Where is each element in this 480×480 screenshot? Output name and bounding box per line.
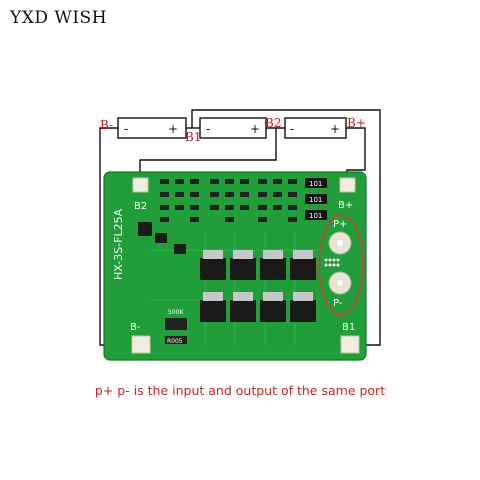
wire-b1 <box>191 109 381 346</box>
ic-chip <box>155 233 167 243</box>
label-b1: B1 <box>185 130 201 144</box>
cell-1-positive: + <box>168 122 178 136</box>
resistor-101-group: 101 101 101 <box>305 178 327 220</box>
cell-3-positive: + <box>330 122 340 136</box>
resistor-1-code: 101 <box>309 180 322 188</box>
mosfet-tabs <box>203 250 313 301</box>
cell-1-negative: - <box>124 122 128 136</box>
resistor-2-code: 101 <box>309 196 322 204</box>
pad-b-minus-label: B- <box>130 322 141 333</box>
pad-b2 <box>132 177 149 193</box>
board-model-label: HX-3S-FL25A <box>112 208 125 280</box>
pcb-board: B2 B+ B- B1 HX-3S-FL25A 101 10 <box>103 171 367 361</box>
resistor-3-code: 101 <box>309 212 322 220</box>
via-holes <box>324 258 340 267</box>
pad-p-minus-label: P- <box>333 298 343 309</box>
shunt-bottom-label: R005 <box>167 338 183 345</box>
ic-chip <box>174 244 186 254</box>
battery-cell-1: - + <box>117 117 187 139</box>
smd-component-rows <box>160 179 297 222</box>
pad-p-plus-label: P+ <box>333 219 347 230</box>
pad-b2-label: B2 <box>134 201 147 212</box>
pad-b1-label: B1 <box>342 322 355 333</box>
cell-2-negative: - <box>206 122 210 136</box>
label-b-minus: B- <box>100 118 113 132</box>
pad-b-plus <box>339 177 356 193</box>
mosfet-array <box>200 258 316 322</box>
shunt-resistor <box>165 318 187 330</box>
label-b2: B2 <box>265 116 281 130</box>
label-b-plus: B+ <box>347 116 366 130</box>
ic-chip <box>138 222 152 236</box>
pad-b-minus <box>131 335 151 354</box>
cell-2-positive: + <box>250 122 260 136</box>
caption-text: p+ p- is the input and output of the sam… <box>94 383 386 398</box>
battery-cell-2: - + <box>199 117 267 139</box>
battery-cell-3: - + <box>284 117 347 139</box>
cell-3-negative: - <box>290 122 294 136</box>
p-port-highlight <box>318 214 364 316</box>
shunt-top-label: 500K <box>168 309 184 316</box>
pad-b-plus-label: B+ <box>338 200 353 211</box>
brand-watermark: YXD WISH <box>10 8 108 28</box>
pad-b1 <box>340 335 360 354</box>
